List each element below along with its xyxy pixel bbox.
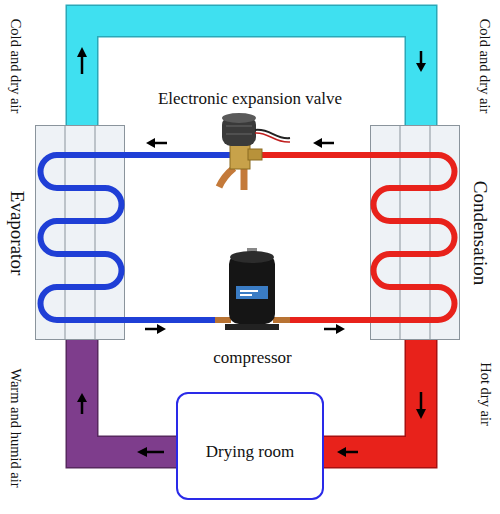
arrow-shaft xyxy=(81,57,84,74)
airflow-label: Hot dry air xyxy=(477,362,494,426)
coil-frame xyxy=(371,126,460,340)
arrow-head xyxy=(313,138,334,148)
pipe-stub xyxy=(215,317,231,323)
air-duct xyxy=(77,340,176,452)
copper-elbow xyxy=(219,168,234,187)
flow-arrow xyxy=(137,447,164,457)
component-label: Evaporator xyxy=(6,190,28,274)
airflow-label: Warm and humid air xyxy=(7,368,24,487)
component-label: compressor xyxy=(213,348,291,368)
component-label: Electronic expansion valve xyxy=(158,89,342,109)
expansion-valve: Electronic expansion valve xyxy=(192,112,290,192)
refrigerant-pipe xyxy=(290,138,370,155)
actuator-cap xyxy=(222,113,256,123)
duct-fill xyxy=(324,340,421,452)
plate-mark xyxy=(240,290,258,292)
airflow-label: Cold and dry air xyxy=(476,19,493,114)
valve-wire xyxy=(255,133,290,142)
arrow-head xyxy=(77,393,87,414)
arrow-tip xyxy=(416,63,426,72)
plate-mark xyxy=(240,294,252,296)
compressor-dome xyxy=(230,251,274,263)
arrow-shaft xyxy=(81,401,84,414)
flow-arrow xyxy=(77,47,87,74)
arrow-shaft xyxy=(145,328,158,331)
arrow-head xyxy=(146,138,167,148)
pipe-line xyxy=(125,152,192,158)
duct-outline xyxy=(82,21,421,125)
refrigerant-pipe xyxy=(125,138,192,155)
arrow-shaft xyxy=(345,451,358,454)
arrow-head xyxy=(77,47,87,57)
valve-illustration xyxy=(192,112,290,192)
coil-tube xyxy=(41,155,126,320)
copper-elbow xyxy=(241,168,248,190)
arrow-shaft xyxy=(154,142,167,145)
arrow-head xyxy=(145,324,166,334)
refrigerant-pipe xyxy=(290,320,370,334)
air-duct xyxy=(324,340,421,457)
actuator-ridge xyxy=(226,134,252,135)
duct-fill xyxy=(82,21,421,125)
actuator-ridge xyxy=(226,126,252,127)
duct-outline xyxy=(82,340,176,452)
pipe-line xyxy=(125,317,215,323)
arrow-tip xyxy=(337,447,346,457)
refrigerant-pipe xyxy=(125,320,215,334)
arrow-head xyxy=(137,447,147,457)
arrow-shaft xyxy=(324,328,337,331)
arrow-shaft xyxy=(321,142,334,145)
arrow-head xyxy=(416,51,426,72)
pipe-stub xyxy=(273,317,290,323)
pipe-stub xyxy=(192,152,232,158)
arrow-shaft xyxy=(420,392,423,409)
air-duct xyxy=(82,21,426,125)
airflow-label: Cold and dry air xyxy=(7,19,24,114)
arrow-tip xyxy=(146,138,155,148)
condenser-box: Condensation xyxy=(370,125,460,340)
arrow-tip xyxy=(77,393,87,402)
arrow-head xyxy=(337,447,358,457)
drying-room-box: Drying room xyxy=(176,392,324,500)
duct-fill xyxy=(82,340,176,452)
pipe-stub xyxy=(260,152,290,158)
evaporator-coil xyxy=(35,125,125,340)
valve-body xyxy=(230,145,250,169)
arrow-tip xyxy=(157,324,166,334)
compressor-plate xyxy=(236,286,268,299)
arrow-tip xyxy=(313,138,322,148)
pipe-line xyxy=(290,152,370,158)
duct-outline xyxy=(324,340,421,452)
compressor: compressor xyxy=(215,248,290,333)
compressor-base xyxy=(225,324,279,330)
valve-fitting xyxy=(248,149,262,160)
coil-frame xyxy=(36,126,125,340)
compressor-illustration xyxy=(215,248,290,333)
compressor-body xyxy=(229,254,275,324)
pipe-line xyxy=(290,317,370,323)
arrow-head xyxy=(324,324,345,334)
flow-arrow xyxy=(416,392,426,419)
arrow-head xyxy=(416,409,426,419)
component-label: Condensation xyxy=(469,180,491,285)
condenser-coil xyxy=(370,125,460,340)
arrow-shaft xyxy=(420,51,423,64)
arrow-tip xyxy=(336,324,345,334)
room-label: Drying room xyxy=(206,442,294,462)
arrow-shaft xyxy=(147,451,164,454)
evaporator-box: Evaporator xyxy=(35,125,125,340)
coil-tube xyxy=(370,155,455,320)
